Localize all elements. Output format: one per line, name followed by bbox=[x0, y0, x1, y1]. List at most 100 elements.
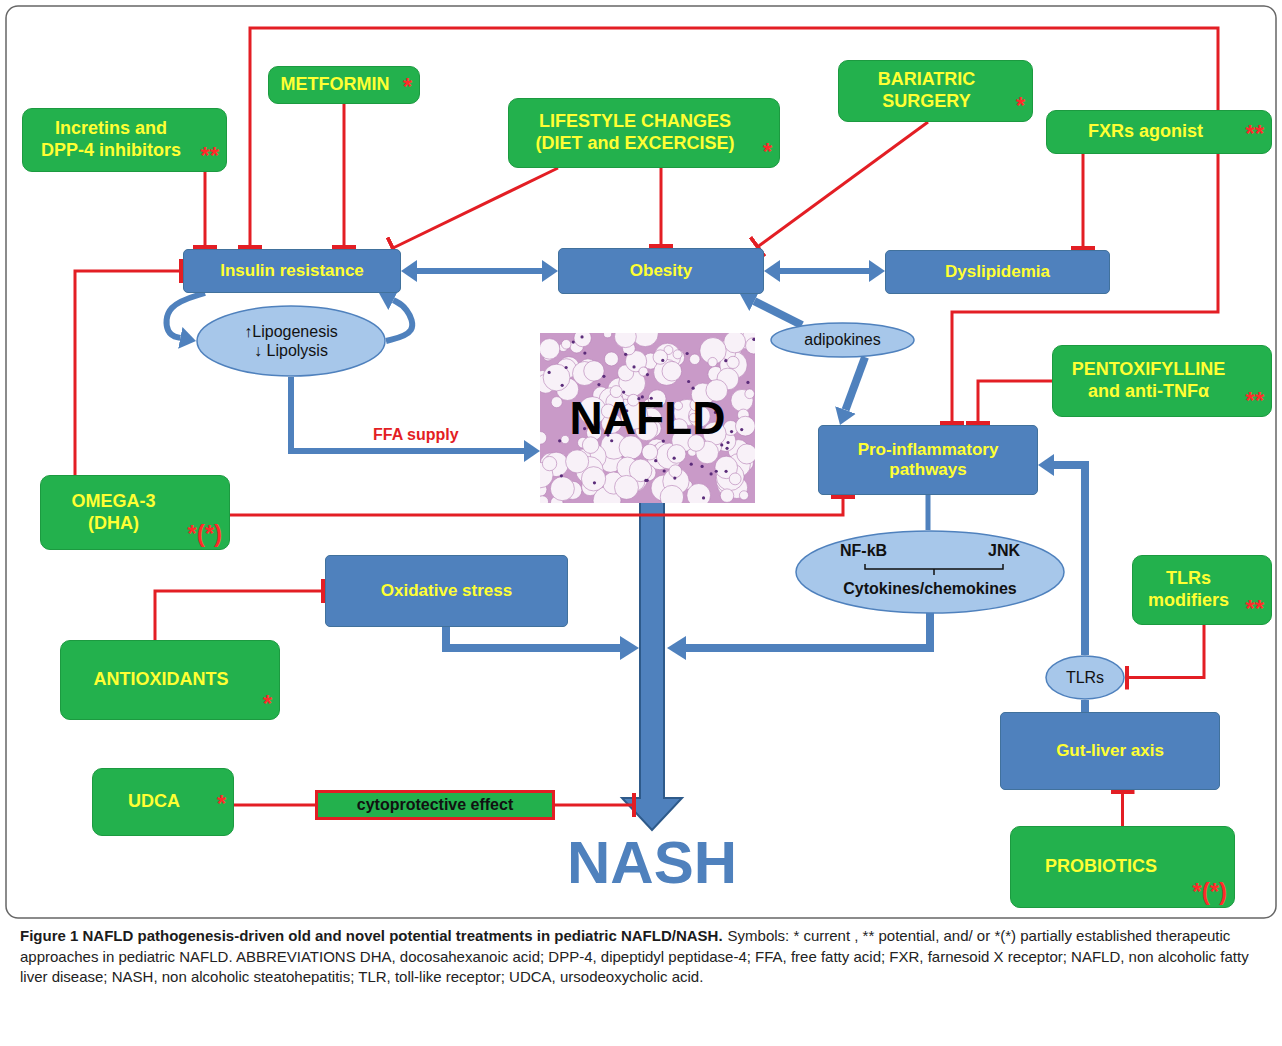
inhibition-line bbox=[552, 804, 633, 807]
fat-vacuole bbox=[574, 333, 591, 347]
nucleus-dot bbox=[690, 463, 693, 466]
ellipse-shape bbox=[795, 530, 1065, 614]
asterisk-mark: *(*) bbox=[1192, 880, 1227, 904]
node-text: Dyslipidemia bbox=[896, 262, 1099, 282]
process-box: Obesity bbox=[558, 248, 764, 294]
edge-label: FFA supply bbox=[370, 425, 462, 444]
treatment-box: UDCA* bbox=[92, 768, 234, 836]
nucleus-dot bbox=[663, 469, 666, 472]
node-text: PROBIOTICS bbox=[1019, 856, 1226, 878]
connector bbox=[75, 271, 183, 475]
fat-vacuole bbox=[543, 364, 570, 391]
node-text: PENTOXIFYLLINE and anti-TNFα bbox=[1061, 359, 1263, 402]
treatment-box: METFORMIN* bbox=[268, 66, 420, 104]
connector bbox=[391, 168, 558, 249]
pathway-arrow bbox=[684, 608, 930, 648]
nucleus-dot bbox=[730, 430, 733, 433]
treatment-box: PROBIOTICS*(*) bbox=[1010, 826, 1235, 908]
fat-vacuole bbox=[540, 339, 560, 360]
fat-vacuole bbox=[708, 357, 717, 366]
connector bbox=[155, 591, 325, 640]
ellipse-outline bbox=[796, 531, 1064, 613]
process-ellipse: TLRs bbox=[1045, 655, 1125, 700]
ellipse-shape bbox=[196, 305, 386, 377]
node-text: JNK bbox=[988, 542, 1020, 560]
treatment-box: ANTIOXIDANTS* bbox=[60, 640, 280, 720]
connector bbox=[204, 172, 207, 249]
asterisk-mark: * bbox=[1016, 94, 1025, 118]
node-text: Cytokines/chemokines bbox=[795, 580, 1065, 598]
connector bbox=[1081, 700, 1089, 712]
nucleus-dot bbox=[686, 352, 689, 355]
fat-vacuole bbox=[550, 477, 574, 501]
nucleus-dot bbox=[687, 380, 690, 383]
connector bbox=[386, 300, 412, 341]
fat-vacuole bbox=[745, 389, 755, 399]
fat-vacuole bbox=[540, 496, 549, 503]
fat-vacuole bbox=[660, 485, 683, 503]
fat-vacuole bbox=[604, 352, 618, 366]
nucleus-dot bbox=[572, 340, 575, 343]
treatment-box: PENTOXIFYLLINE and anti-TNFα** bbox=[1052, 345, 1272, 417]
treatment-box: FXRs agonist** bbox=[1046, 110, 1272, 154]
node-text: Pro-inflammatory pathways bbox=[829, 440, 1027, 481]
fat-vacuole bbox=[540, 432, 547, 445]
stage-label: NASH bbox=[502, 833, 802, 893]
node-text: adipokines bbox=[804, 330, 881, 349]
asterisk-mark: * bbox=[263, 692, 272, 716]
node-text: TLRs bbox=[1066, 668, 1104, 687]
ellipse-outline bbox=[1046, 656, 1124, 699]
fat-vacuole bbox=[687, 484, 711, 503]
histology-image: NAFLD bbox=[540, 333, 755, 503]
connector bbox=[926, 495, 931, 530]
node-text: LIFESTYLE CHANGES (DIET and EXCERCISE) bbox=[517, 111, 771, 154]
fat-vacuole bbox=[584, 361, 604, 381]
ellipse-outline bbox=[771, 323, 914, 357]
fat-vacuole bbox=[561, 339, 571, 349]
connector bbox=[1121, 790, 1124, 826]
node-text: Gut-liver axis bbox=[1011, 741, 1209, 761]
process-ellipse: adipokines bbox=[770, 322, 915, 358]
nucleus-dot bbox=[752, 338, 755, 341]
nucleus-dot bbox=[624, 353, 627, 356]
fat-vacuole bbox=[737, 444, 755, 464]
process-box: Pro-inflammatory pathways bbox=[818, 425, 1038, 495]
connector bbox=[1125, 625, 1204, 678]
nucleus-dot bbox=[558, 439, 561, 442]
fat-vacuole bbox=[615, 475, 639, 499]
nucleus-dot bbox=[726, 441, 729, 444]
nucleus-dot bbox=[654, 459, 657, 462]
treatment-box: Incretins and DPP-4 inhibitors** bbox=[22, 108, 227, 172]
nucleus-dot bbox=[560, 474, 563, 477]
node-text: cytoprotective effect bbox=[324, 795, 546, 814]
nucleus-dot bbox=[632, 365, 635, 368]
asterisk-mark: * bbox=[403, 75, 412, 99]
asterisk-mark: * bbox=[763, 140, 772, 164]
node-text: ANTIOXIDANTS bbox=[69, 669, 271, 691]
nucleus-dot bbox=[597, 383, 600, 386]
node-text: BARIATRIC SURGERY bbox=[847, 69, 1024, 112]
treatment-box: BARIATRIC SURGERY* bbox=[838, 60, 1033, 122]
nucleus-dot bbox=[593, 481, 596, 484]
fat-vacuole bbox=[542, 456, 556, 470]
node-text: Incretins and DPP-4 inhibitors bbox=[31, 118, 218, 161]
tissue-ground bbox=[540, 333, 755, 503]
nucleus-dot bbox=[725, 447, 728, 450]
arrow-head bbox=[620, 636, 639, 660]
treatment-box: TLRs modifiers** bbox=[1132, 555, 1272, 625]
node-text: Insulin resistance bbox=[194, 261, 390, 281]
nucleus-dot bbox=[701, 465, 704, 468]
figure-title: Figure 1 NAFLD pathogenesis-driven old a… bbox=[20, 927, 723, 944]
nucleus-dot bbox=[565, 366, 568, 369]
figure-frame bbox=[6, 6, 1276, 918]
nucleus-dot bbox=[740, 428, 743, 431]
fat-vacuole bbox=[662, 361, 682, 381]
fat-vacuole bbox=[735, 416, 755, 436]
bracket bbox=[865, 564, 1003, 575]
connector bbox=[846, 357, 865, 410]
process-box: Gut-liver axis bbox=[1000, 712, 1220, 790]
process-box: Dyslipidemia bbox=[885, 250, 1110, 294]
fat-vacuole bbox=[720, 489, 734, 503]
connector bbox=[234, 804, 315, 807]
treatment-box: LIFESTYLE CHANGES (DIET and EXCERCISE)* bbox=[508, 98, 780, 168]
